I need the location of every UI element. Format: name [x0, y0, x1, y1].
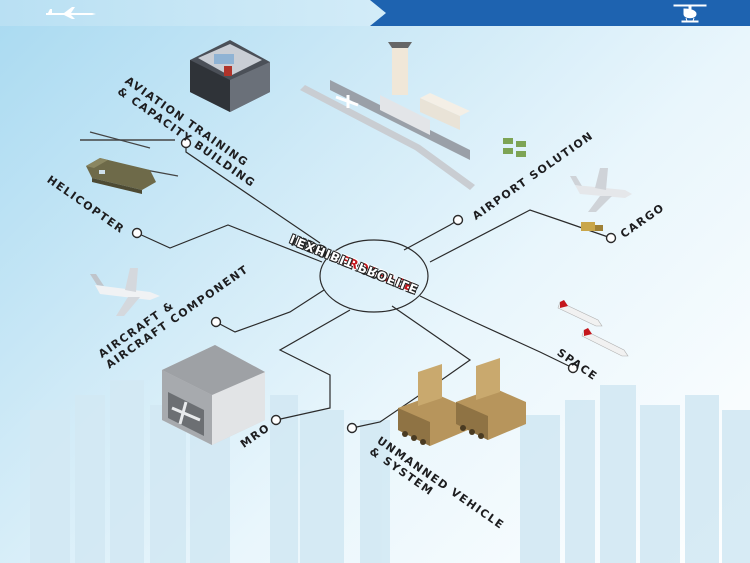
cargo-aircraft-illustration [570, 168, 632, 231]
node-unmanned [346, 422, 358, 434]
plane-icon [46, 7, 96, 19]
node-cargo [605, 232, 617, 244]
node-airport [452, 214, 464, 226]
node-helicopter [131, 227, 143, 239]
node-aviation-training [180, 137, 192, 149]
line-helicopter [136, 224, 323, 263]
line-mro [275, 309, 351, 421]
node-aircraft [210, 316, 222, 328]
missiles-illustration [557, 300, 629, 357]
node-mro [270, 414, 282, 426]
chinook-helicopter-illustration [80, 131, 179, 194]
hangar-illustration [162, 345, 265, 445]
helicopter-icon [673, 4, 707, 23]
unmanned-vehicles-illustration [398, 358, 526, 446]
line-aircraft [215, 289, 325, 333]
passenger-aircraft-illustration [90, 268, 160, 316]
airport-illustration [300, 42, 526, 190]
simulator-illustration [190, 40, 270, 112]
node-space [567, 362, 579, 374]
line-space [419, 295, 574, 369]
center-hub [319, 239, 429, 313]
